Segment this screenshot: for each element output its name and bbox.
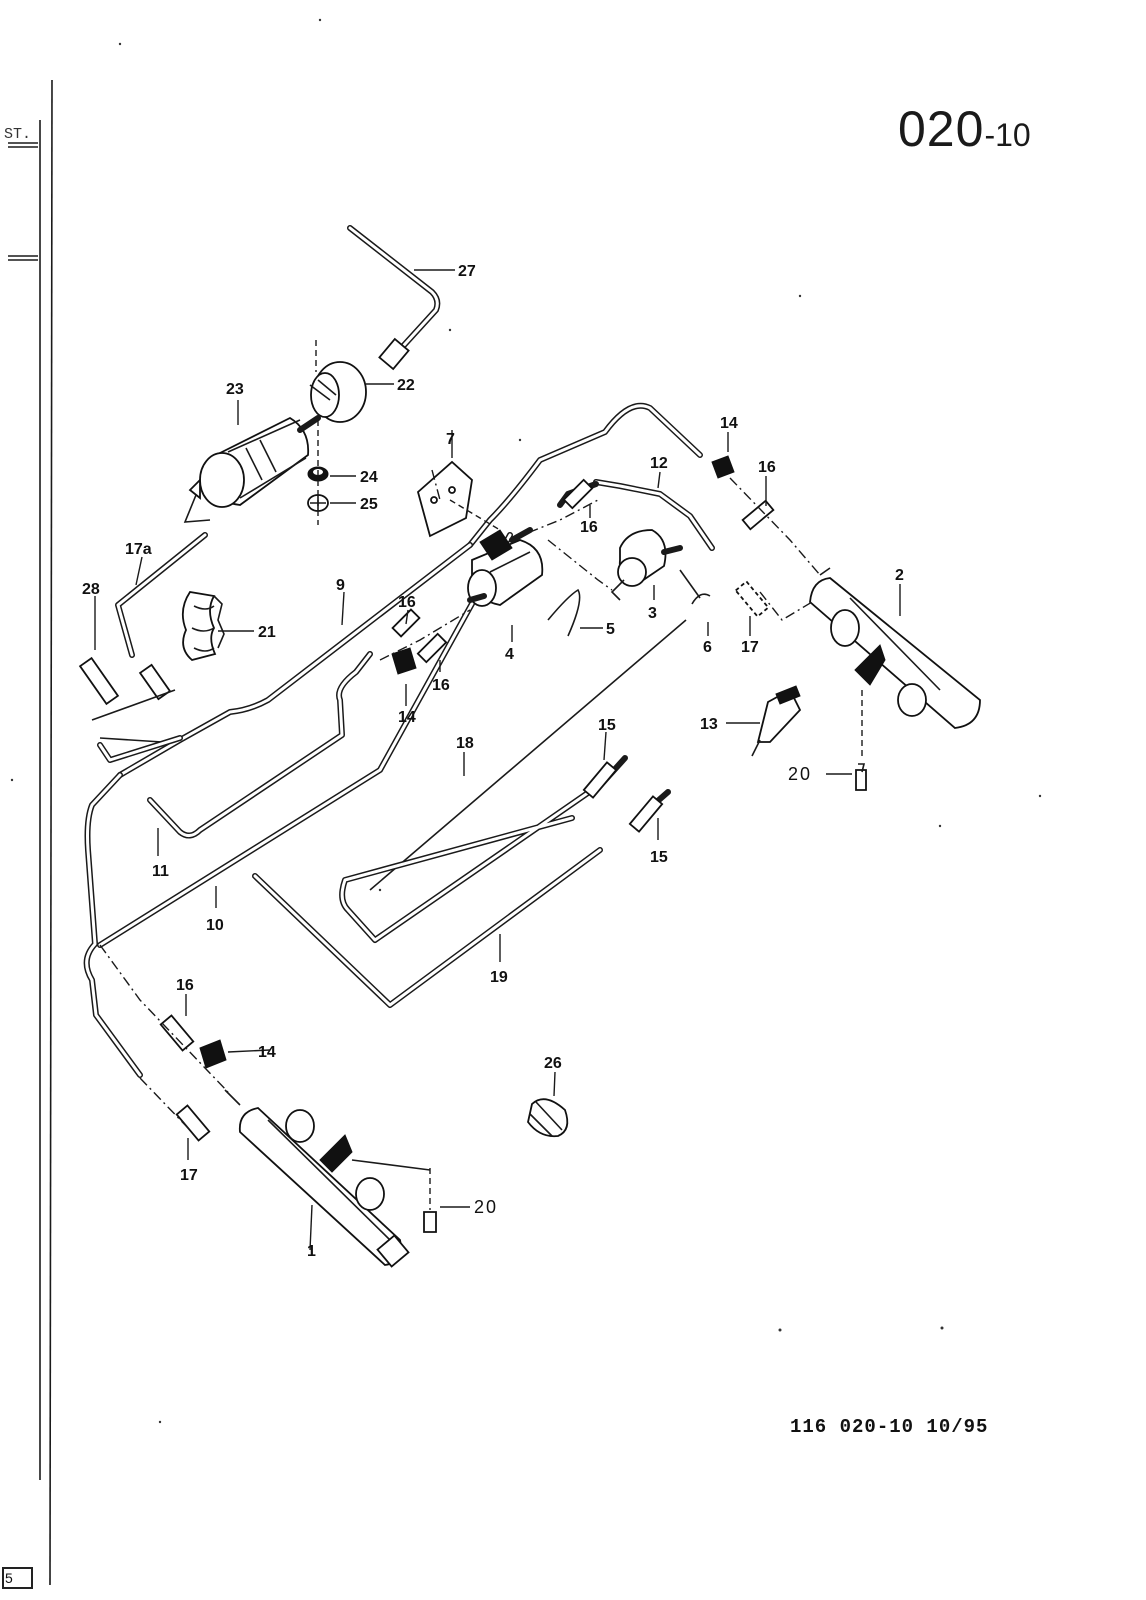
callout-3: 3 <box>648 605 657 622</box>
part-5-vacuum-hose <box>547 588 581 637</box>
part-23-fuel-filter <box>183 415 321 523</box>
part-2-fuel-rail <box>809 567 981 760</box>
margin-label-st: ST. <box>4 126 32 143</box>
callout-9: 9 <box>336 577 345 594</box>
part-18-fuel-line <box>339 755 628 943</box>
callout-12: 12 <box>650 455 668 472</box>
part-26-grommet <box>527 1098 569 1138</box>
page-code: 020-10 <box>898 104 1031 154</box>
callout-11: 11 <box>152 863 169 880</box>
callout-23: 23 <box>226 381 244 398</box>
callout-25: 25 <box>360 496 378 513</box>
callout-17-lower: 17 <box>180 1167 198 1184</box>
scan-specks <box>10 18 1042 1424</box>
callout-20-upper: 20 <box>788 764 812 784</box>
part-15-hose-upper <box>582 761 618 799</box>
callout-15-upper: 15 <box>598 717 616 734</box>
part-27-vent-tube <box>347 225 441 371</box>
callout-4: 4 <box>505 646 514 663</box>
part-20-screw-lower <box>423 1168 437 1233</box>
callout-5: 5 <box>606 621 615 638</box>
callout-22: 22 <box>397 377 415 394</box>
callout-1: 1 <box>307 1243 316 1260</box>
part-6-return-line <box>369 569 711 891</box>
part-10-fuel-line <box>83 532 513 1078</box>
callout-24: 24 <box>360 469 378 486</box>
part-14-clamp-middle <box>391 647 417 675</box>
part-16-hoses <box>159 478 775 1052</box>
callout-16-top: 16 <box>758 459 776 476</box>
callout-labels: 27 22 23 24 25 7 17a 28 21 9 16 16 14 4 … <box>82 263 904 1260</box>
part-9-fuel-line <box>117 402 703 778</box>
part-7-mounting-plate <box>416 430 501 538</box>
callout-17-upper: 17 <box>741 639 759 656</box>
footer-reference: 116 020-10 10/95 <box>790 1416 989 1438</box>
assembly-centerlines <box>99 469 821 1131</box>
part-21-hose-clip <box>181 591 225 661</box>
callout-2: 2 <box>895 567 904 584</box>
callout-28: 28 <box>82 581 100 598</box>
part-17a-hose <box>115 532 208 658</box>
callout-16-b: 16 <box>398 594 416 611</box>
callout-16-lower: 16 <box>176 977 194 994</box>
part-22-filter-bracket <box>309 340 367 423</box>
part-13-injector <box>751 685 802 757</box>
page-code-main: 020 <box>898 101 985 157</box>
callout-10: 10 <box>206 917 224 934</box>
callout-18: 18 <box>456 735 474 752</box>
callout-16-c: 16 <box>432 677 450 694</box>
callout-13: 13 <box>700 716 718 733</box>
callout-26: 26 <box>544 1055 562 1072</box>
part-14-clamp-lower <box>199 1039 227 1069</box>
part-20-screw-upper <box>855 763 867 791</box>
page-code-suffix: -10 <box>984 117 1031 153</box>
part-4-fuel-pump <box>467 527 544 607</box>
callout-14-top: 14 <box>720 415 738 432</box>
callout-19: 19 <box>490 969 508 986</box>
part-19-fuel-line <box>252 789 671 1008</box>
callout-6: 6 <box>703 639 712 656</box>
part-11-fuel-line <box>97 651 373 839</box>
part-14-clamp-top <box>711 455 735 479</box>
callout-leaders <box>94 269 901 1251</box>
callout-14-lower: 14 <box>258 1044 276 1061</box>
callout-15-lower: 15 <box>650 849 668 866</box>
callout-21: 21 <box>258 624 276 641</box>
callout-17a: 17a <box>125 541 152 558</box>
callout-27: 27 <box>458 263 476 280</box>
callout-7: 7 <box>446 431 455 448</box>
callout-20-lower: 20 <box>474 1197 498 1217</box>
callout-14-middle: 14 <box>398 709 416 726</box>
part-15-hose-lower <box>628 795 664 833</box>
part-1-fuel-rail <box>224 1089 431 1268</box>
margin-rules <box>8 79 53 1586</box>
part-28-hose-pair <box>78 656 176 743</box>
callout-16-a: 16 <box>580 519 598 536</box>
part-3-pressure-regulator <box>610 529 683 601</box>
margin-page-box: 5 <box>2 1567 33 1589</box>
